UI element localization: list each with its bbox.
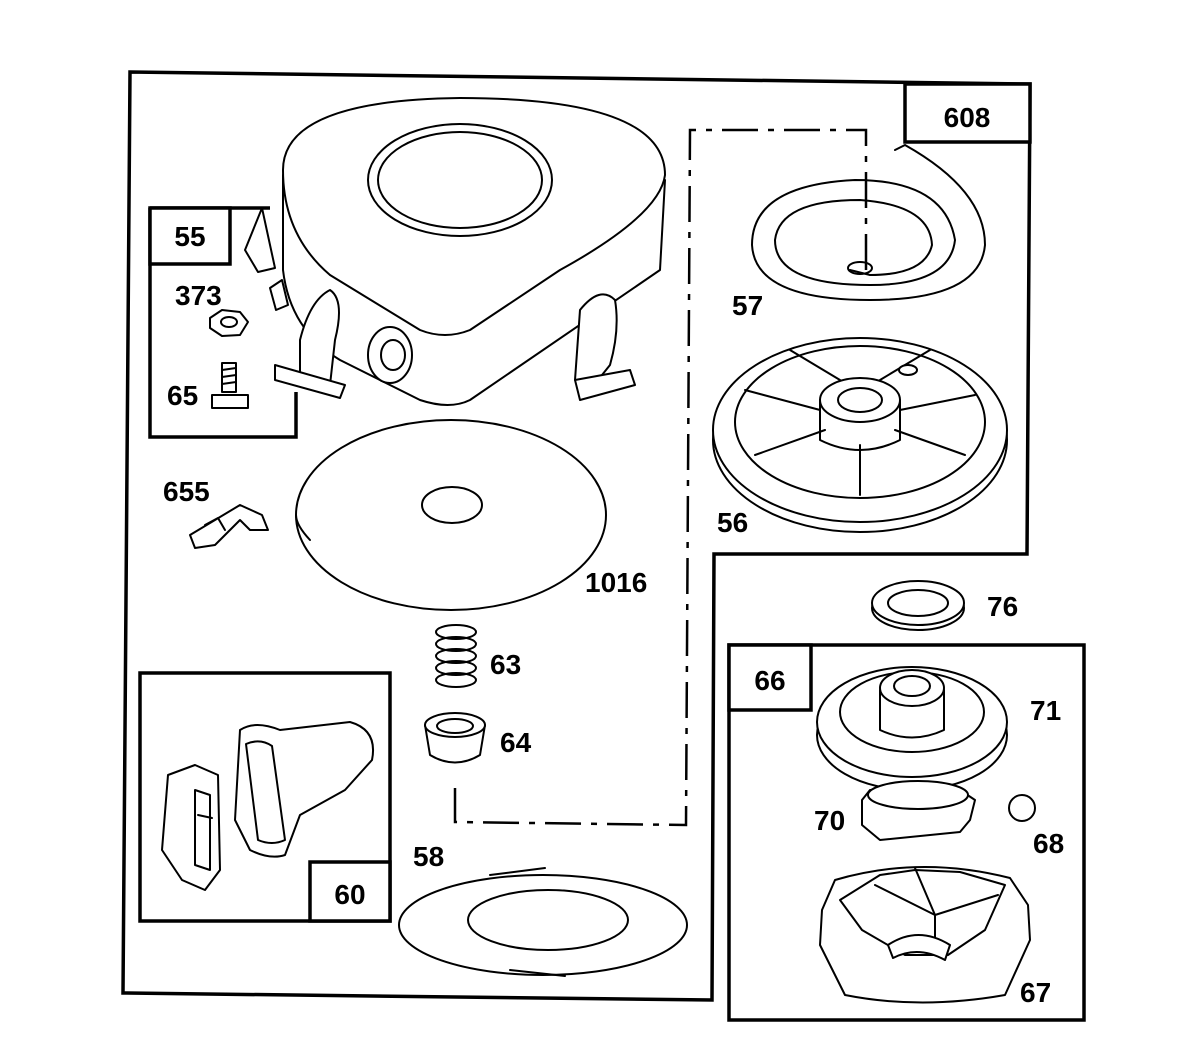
pulley-56 xyxy=(712,337,1008,533)
label-76: 76 xyxy=(987,591,1018,622)
spring-leader-line xyxy=(453,128,868,827)
bushing-64 xyxy=(424,712,486,764)
label-63: 63 xyxy=(490,649,521,680)
ball-68 xyxy=(1008,794,1036,822)
callout-608: 608 xyxy=(903,82,1032,144)
ratchet-70 xyxy=(861,780,976,841)
nut-373 xyxy=(209,309,249,337)
group-60-frame xyxy=(138,671,392,923)
label-373: 373 xyxy=(175,280,222,311)
label-70: 70 xyxy=(814,805,845,836)
screw-65 xyxy=(211,362,249,409)
svg-text:60: 60 xyxy=(334,879,365,910)
cup-67 xyxy=(819,866,1031,1004)
label-57: 57 xyxy=(732,290,763,321)
ring-76 xyxy=(871,580,965,631)
label-655: 655 xyxy=(163,476,210,507)
label-1016: 1016 xyxy=(585,567,647,598)
callout-60: 60 xyxy=(308,860,392,923)
spring-63 xyxy=(435,624,477,688)
label-67: 67 xyxy=(1020,977,1051,1008)
label-65: 65 xyxy=(167,380,198,411)
label-56: 56 xyxy=(717,507,748,538)
blower-housing xyxy=(244,97,666,406)
callout-55: 55 xyxy=(148,206,232,266)
label-71: 71 xyxy=(1030,695,1061,726)
svg-text:66: 66 xyxy=(754,665,785,696)
label-64: 64 xyxy=(500,727,532,758)
label-58: 58 xyxy=(413,841,444,872)
starter-handle-60 xyxy=(161,721,374,891)
svg-text:55: 55 xyxy=(174,221,205,252)
pulley-71 xyxy=(816,666,1008,791)
group-66-frame xyxy=(727,643,1086,1022)
callout-66: 66 xyxy=(727,643,813,712)
svg-text:608: 608 xyxy=(944,102,991,133)
starter-rope-58 xyxy=(398,867,688,977)
clip-655 xyxy=(189,504,269,549)
plate-1016 xyxy=(295,419,607,611)
label-68: 68 xyxy=(1033,828,1064,859)
recoil-spring-57 xyxy=(751,144,986,301)
